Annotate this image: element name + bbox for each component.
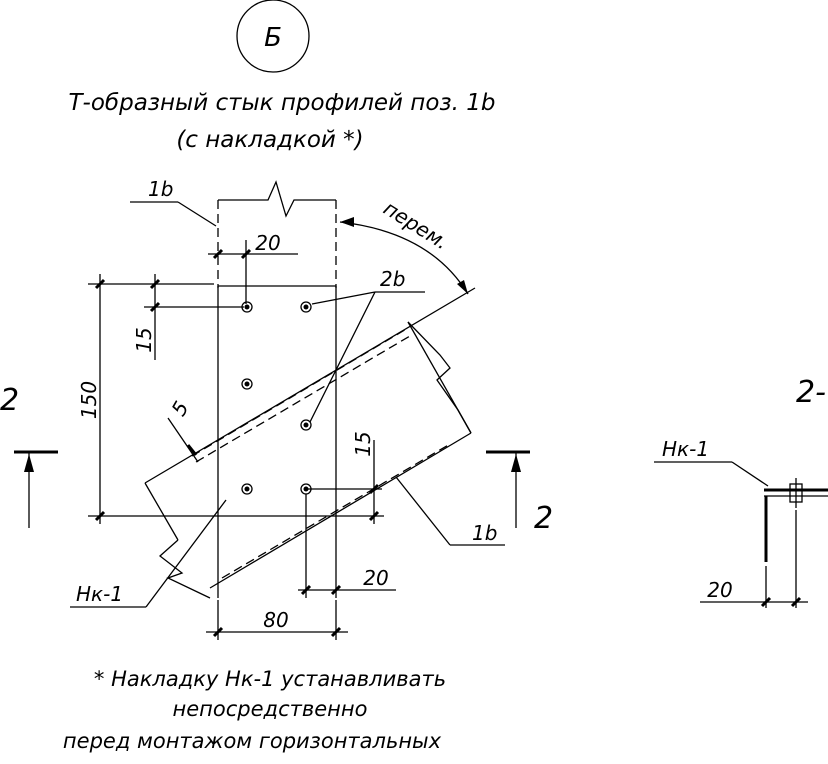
dim-left-15: 15 [132, 327, 156, 352]
bolt [241, 483, 253, 495]
dim-bottom-20: 20 [363, 566, 388, 590]
dimension-150: 150 [77, 274, 384, 524]
section-detail: 2- Нк-1 20 [654, 375, 828, 608]
dimension-bottom-20: 20 [298, 494, 396, 598]
label-perem: перем. [379, 196, 453, 254]
dim-80: 80 [263, 608, 288, 632]
footnote-line-1: * Накладку Нк-1 устанавливать [94, 667, 446, 691]
diagonal-profile [144, 287, 476, 599]
drawing-title: Т-образный стык профилей поз. 1b [68, 90, 495, 116]
section-mark-right: 2 [486, 450, 553, 536]
leader-pad: Нк-1 [70, 499, 227, 608]
label-pad: Нк-1 [76, 582, 123, 606]
footnote-line-3: перед монтажом горизонтальных [63, 729, 442, 753]
gusset-plate [217, 286, 337, 598]
label-profile-bottom: 1b [472, 521, 497, 545]
bolts [241, 301, 312, 495]
detail-dim-20: 20 [707, 578, 732, 602]
view-marker: Б [236, 0, 310, 73]
dimension-80: 80 [206, 600, 348, 640]
drawing-subtitle: (с накладкой *) [176, 127, 363, 153]
detail-title: 2- [796, 375, 826, 410]
section-label-left: 2 [0, 383, 19, 418]
leader-profile-top: 1b [130, 177, 217, 227]
bolt [241, 378, 253, 390]
label-profile-top: 1b [148, 177, 173, 201]
bolt [300, 301, 312, 313]
dim-5: 5 [166, 397, 193, 420]
bolt [300, 419, 312, 431]
footnote-line-2: непосредственно [173, 697, 368, 721]
vertical-profile [217, 180, 337, 288]
dim-150: 150 [77, 381, 101, 419]
section-label-right: 2 [534, 501, 553, 536]
view-marker-letter: Б [264, 23, 282, 53]
leader-profile-bottom: 1b [395, 476, 505, 546]
label-bolt: 2b [380, 267, 405, 291]
dim-top-20: 20 [255, 231, 280, 255]
leader-bolt: 2b [309, 267, 425, 423]
dimension-left-15: 15 [132, 274, 244, 360]
dimension-top-20: 20 [208, 231, 298, 304]
dimension-5: 5 [166, 397, 199, 463]
dimension-right-15: 15 [308, 431, 382, 524]
detail-label-pad: Нк-1 [662, 437, 709, 461]
dim-right-15: 15 [351, 431, 375, 456]
section-mark-left: 2 [0, 383, 58, 528]
